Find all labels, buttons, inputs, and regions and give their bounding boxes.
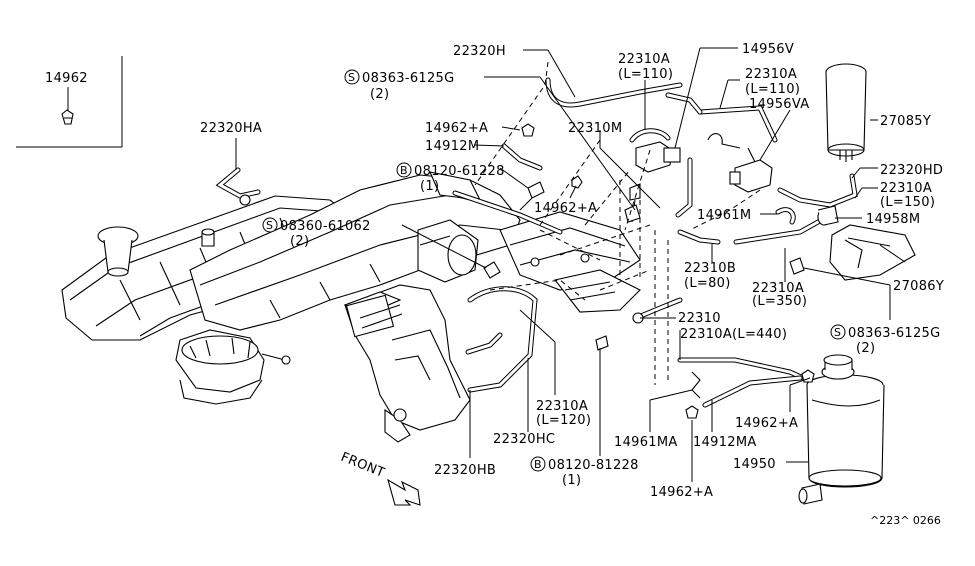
symbol-b-mid: B: [400, 164, 408, 177]
label-22310a-120-len: (L=120): [536, 413, 591, 428]
label-22320ha: 22320HA: [200, 121, 262, 136]
bracket-assembly-drawing: [499, 211, 641, 313]
clip-14962-icon: [61, 109, 74, 125]
intake-manifold-drawing: [189, 171, 521, 331]
leader-lines: [235, 47, 906, 482]
symbol-s-top: S: [348, 71, 355, 84]
front-arrow-icon: [387, 478, 421, 506]
label-22310b-len: (L=80): [684, 276, 731, 291]
tank-14950-drawing: [798, 354, 885, 505]
label-27086y: 27086Y: [893, 279, 944, 294]
label-08120-81228-qty: (1): [562, 473, 581, 488]
label-14956v: 14956V: [742, 42, 794, 57]
distributor-drawing: [175, 329, 291, 405]
label-22310m: 22310M: [568, 121, 622, 136]
label-22310a-150-len: (L=150): [880, 195, 935, 210]
label-22320hb: 22320HB: [434, 463, 496, 478]
label-14962a-1: 14962+A: [425, 121, 488, 136]
symbol-s-mid: S: [266, 219, 273, 232]
label-27085y: 27085Y: [880, 114, 931, 129]
symbol-b-bot: B: [534, 458, 542, 471]
label-08363-bot-qty: (2): [856, 341, 875, 356]
label-front: FRONT: [339, 450, 387, 481]
label-22310a-150: 22310A: [880, 181, 932, 196]
label-diagram-code: ^223^ 0266: [870, 514, 941, 527]
label-22310a-110-b-len: (L=110): [745, 82, 800, 97]
label-14962a-2: 14962+A: [534, 201, 597, 216]
label-14961ma: 14961MA: [614, 435, 678, 450]
solenoid-valves: [635, 133, 773, 193]
inset-box: 14962: [16, 56, 123, 148]
label-22310b: 22310B: [684, 261, 736, 276]
label-22310a-110-b: 22310A: [745, 67, 797, 82]
bracket-27086y-drawing: [829, 224, 916, 281]
label-22310: 22310: [678, 311, 721, 326]
label-14962: 14962: [45, 71, 88, 86]
label-14958m: 14958M: [866, 212, 920, 227]
part-labels: 22320H 08363-6125G (2) 22310A (L=110) 14…: [200, 42, 944, 527]
label-22310a-110-a: 22310A: [618, 52, 670, 67]
label-14912m: 14912M: [425, 139, 479, 154]
label-22310a-440: 22310A(L=440): [680, 327, 787, 342]
label-22320hc: 22320HC: [493, 432, 555, 447]
canister-27085y-drawing: [825, 63, 867, 162]
label-22320h: 22320H: [453, 44, 506, 59]
label-22310a-110-a-len: (L=110): [618, 67, 673, 82]
label-14962a-3: 14962+A: [735, 416, 798, 431]
label-14912ma: 14912MA: [693, 435, 757, 450]
label-14962a-4: 14962+A: [650, 485, 713, 500]
label-22310a-350: 22310A: [752, 281, 804, 296]
label-08363-top: 08363-6125G: [362, 71, 455, 86]
label-08120-81228: 08120-81228: [548, 458, 639, 473]
circled-symbols: S B S S B: [262, 69, 846, 472]
label-08360-qty: (2): [290, 234, 309, 249]
label-14961m: 14961M: [697, 208, 751, 223]
label-08120-61228-qty: (1): [420, 179, 439, 194]
label-14950: 14950: [733, 457, 776, 472]
label-14956va: 14956VA: [749, 97, 809, 112]
label-08363-top-qty: (2): [370, 87, 389, 102]
symbol-s-bot: S: [834, 326, 841, 339]
label-22310a-120: 22310A: [536, 399, 588, 414]
label-22310a-350-len: (L=350): [752, 294, 807, 309]
hoses: [215, 77, 858, 408]
label-08363-bot: 08363-6125G: [848, 326, 941, 341]
label-08120-61228: 08120-61228: [414, 164, 505, 179]
filter-14958m-drawing: [817, 205, 839, 226]
label-22320hd: 22320HD: [880, 163, 943, 178]
dashed-lines: [474, 61, 761, 385]
air-intake-duct-drawing: [343, 284, 471, 443]
label-08360: 08360-61062: [280, 219, 371, 234]
